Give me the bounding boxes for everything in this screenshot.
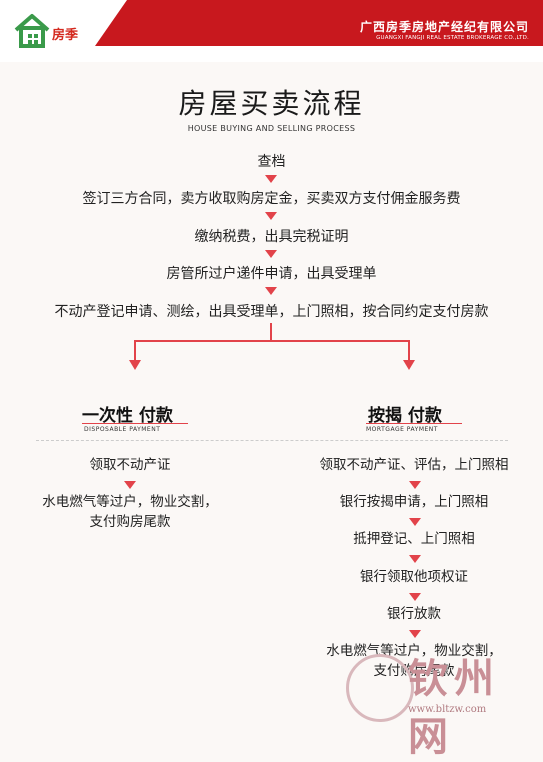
right-step-get-certificate: 领取不动产证、评估，上门照相 <box>319 457 509 473</box>
header-notch <box>95 0 127 46</box>
arrow-down-icon <box>129 360 141 370</box>
down-triangle-icon <box>409 593 421 601</box>
branch-bar <box>134 340 410 342</box>
step-registration: 不动产登记申请、测绘，出具受理单，上门照相，按合同约定支付房款 <box>54 304 489 320</box>
right-step-mortgage-application: 银行按揭申请，上门照相 <box>339 494 489 510</box>
heading-rule <box>366 423 462 424</box>
down-triangle-icon <box>409 518 421 526</box>
branch-right-line <box>408 340 410 362</box>
heading-full-payment: 一次性 付款 <box>82 406 173 426</box>
down-triangle-icon <box>409 555 421 563</box>
step-transfer-application: 房管所过户递件申请，出具受理单 <box>166 266 377 282</box>
down-triangle-icon <box>124 481 136 489</box>
down-triangle-icon <box>265 250 277 258</box>
house-logo-icon <box>14 14 50 48</box>
step-check-records: 查档 <box>257 154 286 170</box>
section-divider <box>36 440 508 441</box>
header-red-band <box>95 0 543 46</box>
step-pay-taxes: 缴纳税费，出具完税证明 <box>194 229 349 245</box>
down-triangle-icon <box>265 212 277 220</box>
arrow-down-icon <box>403 360 415 370</box>
heading-mortgage-payment: 按揭 付款 <box>368 406 442 426</box>
left-step-get-certificate: 领取不动产证 <box>89 457 171 473</box>
heading-mortgage-payment-en: MORTGAGE PAYMENT <box>366 426 438 433</box>
left-step-pay-final: 支付购房尾款 <box>89 514 171 530</box>
logo-text: 房季 <box>52 28 79 43</box>
down-triangle-icon <box>265 287 277 295</box>
company-name-cn: 广西房季房地产经纪有限公司 <box>359 20 529 34</box>
branch-left-line <box>134 340 136 362</box>
page-subtitle: HOUSE BUYING AND SELLING PROCESS <box>187 124 356 133</box>
right-step-other-rights-cert: 银行领取他项权证 <box>360 569 468 585</box>
right-step-mortgage-registration: 抵押登记、上门照相 <box>353 531 475 547</box>
heading-rule <box>82 423 188 424</box>
down-triangle-icon <box>409 481 421 489</box>
branch-stem <box>270 323 272 341</box>
watermark-logo-icon <box>346 654 414 722</box>
company-name-en: GUANGXI FANGJI REAL ESTATE BROKERAGE CO.… <box>376 35 529 41</box>
heading-full-payment-en: DISPOSABLE PAYMENT <box>84 426 161 433</box>
left-step-utilities-transfer: 水电燃气等过户，物业交割， <box>42 494 218 510</box>
header: 房季 广西房季房地产经纪有限公司 GUANGXI FANGJI REAL EST… <box>0 0 543 62</box>
right-step-loan-release: 银行放款 <box>387 606 441 622</box>
down-triangle-icon <box>265 175 277 183</box>
watermark-url: www.bltzw.com <box>408 704 487 715</box>
page-title: 房屋买卖流程 <box>178 87 365 120</box>
down-triangle-icon <box>409 630 421 638</box>
step-sign-contract: 签订三方合同，卖方收取购房定金，买卖双方支付佣金服务费 <box>82 191 461 207</box>
